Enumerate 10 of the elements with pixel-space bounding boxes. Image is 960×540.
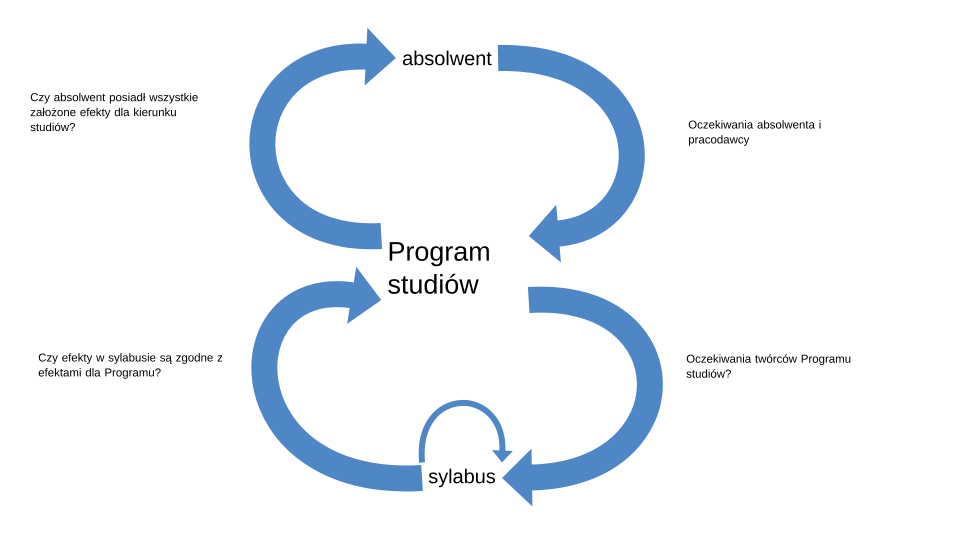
node-text: sylabus [428,468,496,488]
question-text: Czy absolwent posiadł wszystkie założone efekty dla kierunku studiów? [30,92,198,132]
curved-arrow [497,45,644,262]
question-text: Oczekiwania absolwenta i pracodawcy [688,120,820,146]
question-text: Czy efekty w sylabusie są zgodne z efektami dla Programu? [38,353,222,379]
node-text: Program studiów [388,242,489,294]
node-text: absolwent [403,50,492,66]
question-text: Oczekiwania twórców Programu studiów? [686,354,850,378]
curved-arrow [252,266,422,491]
curved-arrow [419,400,513,463]
